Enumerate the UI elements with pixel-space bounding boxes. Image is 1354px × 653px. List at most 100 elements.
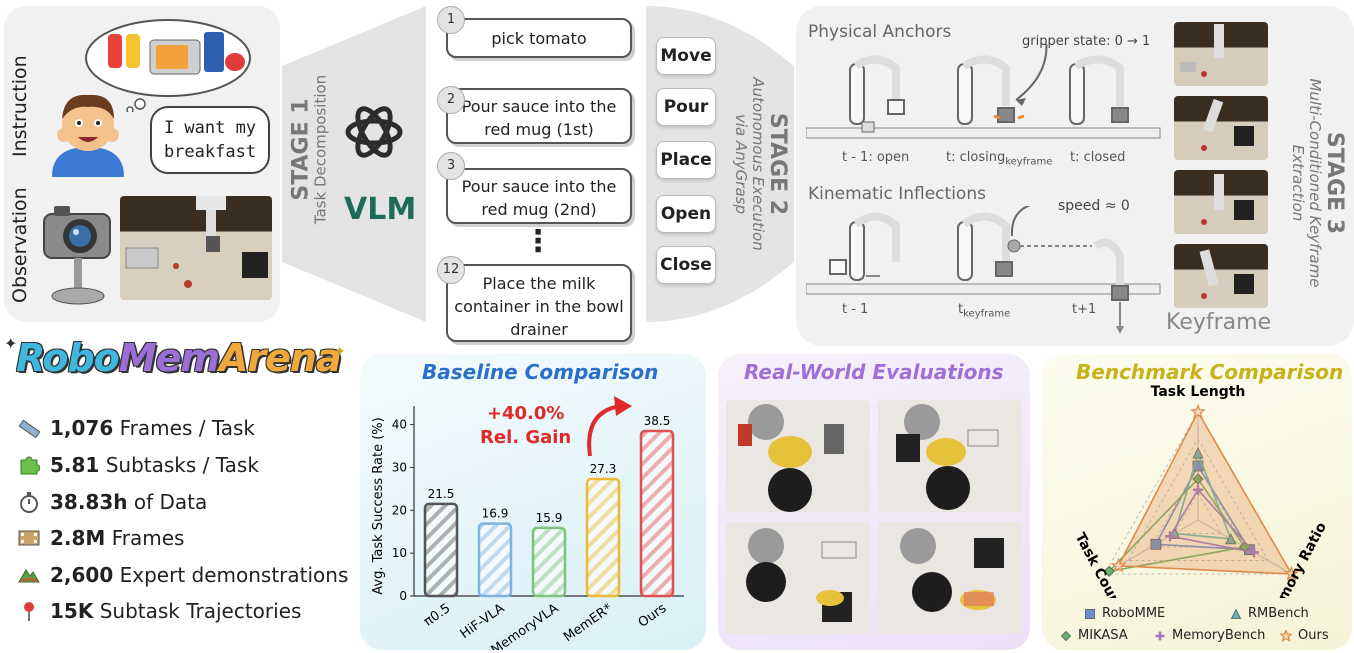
keyframe-sub: keyframe bbox=[1005, 156, 1053, 168]
stat-frames: 2.8M Frames bbox=[18, 526, 184, 550]
stat-text: 5.81 Subtasks / Task bbox=[50, 453, 259, 477]
stat-demonstrations: 2,600 Expert demonstrations bbox=[18, 563, 348, 587]
realworld-title: Real-World Evaluations bbox=[744, 360, 1004, 384]
legend-item: MemoryBench bbox=[1154, 628, 1265, 643]
plus-marker-icon bbox=[1155, 631, 1165, 640]
task-text: Place the milk container in the bowl dra… bbox=[454, 274, 624, 339]
legend-item: MIKASA bbox=[1060, 628, 1128, 643]
legend-label: RMBench bbox=[1248, 606, 1309, 621]
realworld-image-1 bbox=[726, 400, 870, 512]
legend-item: Ours bbox=[1280, 628, 1329, 643]
stat-label: Subtasks / Task bbox=[105, 453, 259, 477]
task-card-12: Place the milk container in the bowl dra… bbox=[446, 264, 632, 342]
ruler-icon bbox=[18, 419, 40, 439]
triangle-marker-icon bbox=[1230, 608, 1242, 619]
radar-axis-label: Task Length bbox=[1151, 384, 1246, 400]
kinematic-label: Kinematic Inflections bbox=[808, 184, 986, 204]
t-plus-label: t+1 bbox=[1072, 302, 1097, 317]
realworld-image-4 bbox=[878, 522, 1022, 634]
puzzle-icon bbox=[20, 456, 40, 475]
primitive-pour: Pour bbox=[656, 88, 716, 126]
keyframe-image-1 bbox=[1174, 22, 1268, 86]
ellipsis: ⋮ bbox=[523, 224, 553, 259]
t-key-label: tkeyframe bbox=[958, 302, 1010, 320]
film-icon bbox=[18, 530, 40, 546]
radar-point bbox=[1192, 447, 1204, 459]
t-open-label: t - 1: open bbox=[842, 150, 910, 165]
t-closing-text: t: closing bbox=[946, 150, 1006, 165]
x-tick-label: MemER* bbox=[561, 601, 616, 645]
stat-text: 38.83h of Data bbox=[50, 490, 207, 514]
radar-grid-ring bbox=[1173, 492, 1223, 534]
stat-value: 2.8M bbox=[50, 526, 106, 550]
legend-item: RoboMME bbox=[1084, 606, 1165, 621]
x-tick-label: π0.5 bbox=[421, 601, 453, 630]
speech-bubble: I want my breakfast bbox=[150, 106, 270, 174]
bar-3 bbox=[585, 477, 621, 598]
legend-marker bbox=[1230, 608, 1242, 619]
map-icon bbox=[18, 569, 40, 583]
task-num-1: 1 bbox=[437, 6, 465, 34]
primitive-place: Place bbox=[656, 141, 716, 179]
stage3-subtitle: Multi-Conditioned Keyframe Extraction bbox=[1289, 78, 1324, 288]
keyframe-sub: keyframe bbox=[963, 308, 1011, 320]
task-text: Pour sauce into the red mug (2nd) bbox=[461, 177, 617, 219]
legend-marker bbox=[1085, 608, 1095, 619]
stage2-title-text: STAGE 2 bbox=[765, 112, 790, 216]
keyframe-image-2 bbox=[1174, 96, 1268, 160]
diamond-marker-icon bbox=[1060, 630, 1072, 641]
task-num-2: 2 bbox=[437, 86, 465, 114]
bar-4 bbox=[639, 429, 675, 598]
stopwatch-icon bbox=[20, 492, 38, 513]
stat-value: 5.81 bbox=[50, 453, 100, 477]
radar-point bbox=[1190, 403, 1206, 419]
camera-icon bbox=[43, 206, 111, 305]
observation-label: Observation bbox=[9, 187, 31, 303]
benchmark-title: Benchmark Comparison bbox=[1076, 360, 1344, 384]
keyframe-image-3 bbox=[1174, 170, 1268, 234]
stage1-title-text: STAGE 1 bbox=[288, 98, 314, 201]
arena-logo: RoboMemArena bbox=[16, 336, 342, 380]
stage3-title-text: STAGE 3 bbox=[1322, 131, 1347, 235]
realworld-image-2 bbox=[878, 400, 1022, 512]
bar-0 bbox=[423, 502, 459, 598]
task-card-3: Pour sauce into the red mug (2nd) bbox=[446, 168, 632, 224]
y-tick-label: 20 bbox=[392, 503, 407, 517]
physical-anchors-label: Physical Anchors bbox=[808, 22, 952, 42]
sparkle-icon: ✦ bbox=[4, 334, 18, 353]
stage2-title: STAGE 2 Autonomous Execution via AnyGras… bbox=[732, 64, 790, 264]
logo-part-mem: Mem bbox=[118, 336, 220, 380]
legend-label: Ours bbox=[1298, 628, 1329, 643]
stage2-subtitle: Autonomous Execution via AnyGrasp bbox=[732, 77, 767, 251]
stat-value: 15K bbox=[50, 599, 94, 623]
radar-point bbox=[1193, 484, 1203, 495]
stat-value: 2,600 bbox=[50, 563, 114, 587]
legend-marker bbox=[1155, 631, 1165, 640]
stage1-funnel bbox=[282, 6, 426, 322]
star-marker-icon bbox=[1280, 629, 1292, 642]
instruction-label: Instruction bbox=[9, 55, 31, 157]
task-num-12: 12 bbox=[437, 256, 465, 284]
stat-hours: 38.83h of Data bbox=[18, 490, 207, 514]
sparkle-icon: ✦ bbox=[334, 344, 346, 360]
logo-part-arena: Arena bbox=[218, 336, 342, 380]
t-closed-label: t: closed bbox=[1070, 150, 1126, 165]
radar-grid-ring bbox=[1126, 437, 1270, 561]
stat-text: 2.8M Frames bbox=[50, 526, 184, 550]
task-card-2: Pour sauce into the red mug (1st) bbox=[446, 88, 632, 144]
t-key-text: t bbox=[958, 302, 964, 317]
radar-series-MIKASA bbox=[1106, 477, 1247, 573]
square-marker-icon bbox=[1085, 608, 1095, 619]
t-minus-label: t - 1 bbox=[842, 302, 869, 317]
bar-value-label: 16.9 bbox=[482, 507, 509, 521]
task-num-3: 3 bbox=[437, 152, 465, 180]
stat-label: Frames / Task bbox=[119, 416, 255, 440]
y-axis-label: Avg. Task Success Rate (%) bbox=[371, 417, 386, 594]
bar-value-label: 21.5 bbox=[428, 487, 455, 501]
radar-point bbox=[1164, 531, 1175, 542]
stage1-title: STAGE 1 Task Decomposition bbox=[288, 75, 330, 225]
bar-value-label: 15.9 bbox=[536, 511, 563, 525]
openai-logo-icon bbox=[345, 106, 403, 158]
realworld-image-3 bbox=[726, 522, 870, 634]
benchmark-panel bbox=[1042, 354, 1352, 650]
